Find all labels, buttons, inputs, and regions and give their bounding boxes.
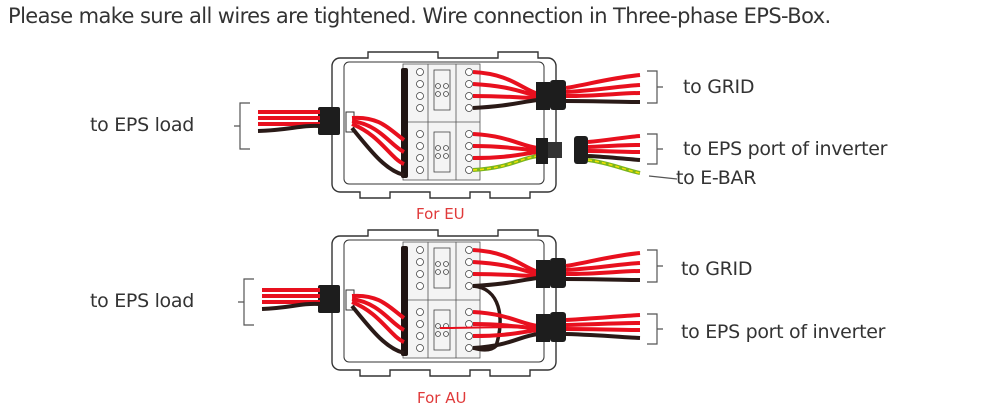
eu-ebar-label: to E-BAR (676, 167, 757, 189)
eu-eps-load-label: to EPS load (90, 114, 194, 136)
eu-eps-load-wires (257, 110, 406, 177)
eu-brackets (234, 70, 678, 180)
eu-box (234, 51, 678, 199)
eu-inverter-label: to EPS port of inverter (683, 138, 888, 160)
au-caption: For AU (417, 389, 467, 407)
au-inverter-wires (439, 284, 641, 352)
au-inverter-label: to EPS port of inverter (681, 321, 886, 343)
au-grid-label: to GRID (681, 258, 753, 280)
au-grid-wires (472, 248, 641, 288)
au-box (238, 229, 663, 377)
eu-grid-wires (472, 70, 641, 110)
eu-caption: For EU (416, 205, 465, 223)
au-eps-load-wires (261, 288, 406, 355)
au-brackets (238, 249, 663, 345)
eu-grid-label: to GRID (683, 76, 755, 98)
eu-inverter-wires (472, 132, 641, 175)
au-eps-load-label: to EPS load (90, 290, 194, 312)
instruction-title: Please make sure all wires are tightened… (8, 4, 831, 28)
